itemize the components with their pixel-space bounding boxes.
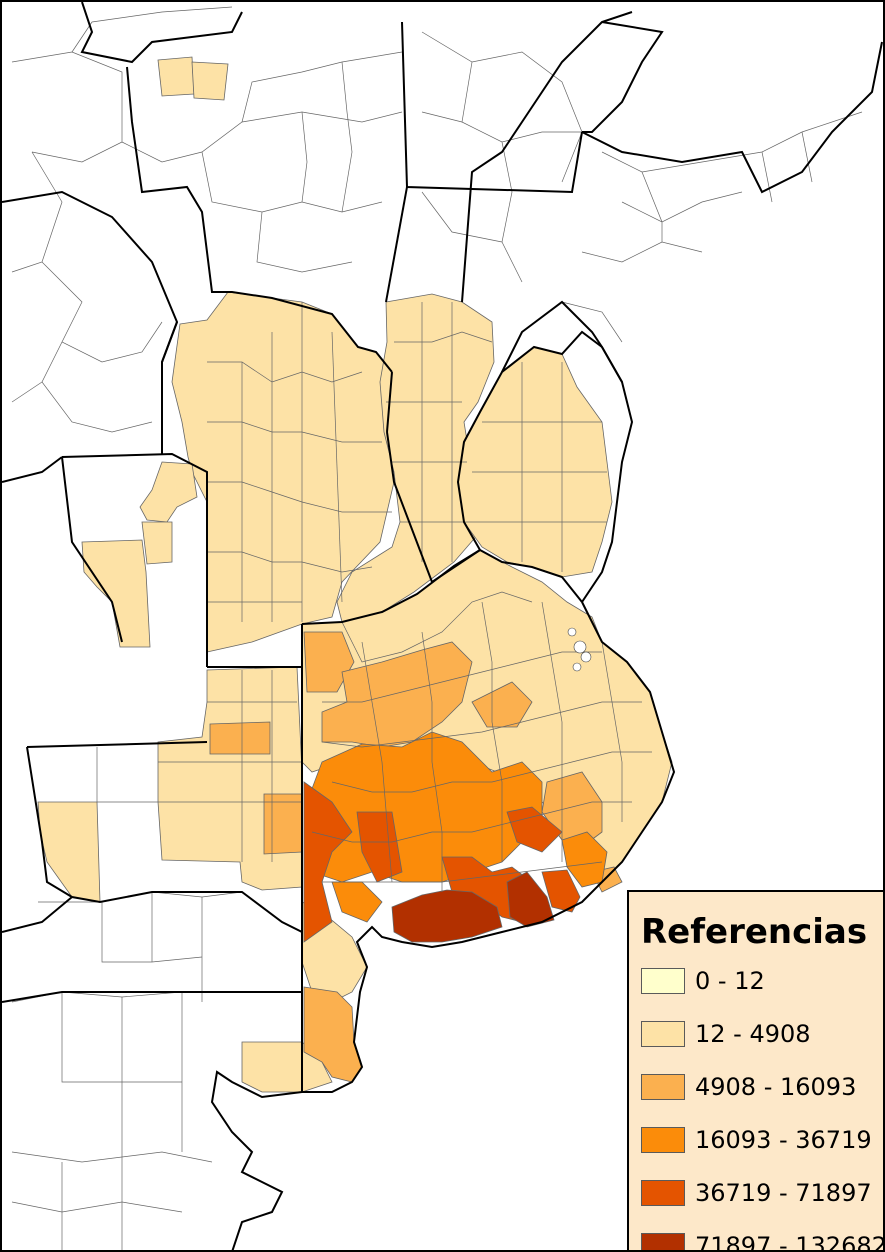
legend-label: 0 - 12 — [695, 967, 765, 995]
legend-label: 36719 - 71897 — [695, 1179, 872, 1207]
district-area — [37, 801, 101, 903]
legend-swatch — [641, 1180, 685, 1206]
metro-cluster — [567, 627, 592, 672]
legend-swatch — [641, 968, 685, 994]
district-area — [506, 806, 563, 853]
district-area — [303, 781, 353, 943]
legend-item: 71897 - 132682 — [641, 1231, 885, 1252]
district-area — [157, 56, 195, 97]
legend-item: 4908 - 16093 — [641, 1072, 883, 1102]
legend-label: 4908 - 16093 — [695, 1073, 857, 1101]
legend-label: 12 - 4908 — [695, 1020, 811, 1048]
district-area — [141, 521, 173, 565]
district-area — [139, 461, 198, 523]
legend-swatch — [641, 1074, 685, 1100]
class-12-4908-areas — [37, 56, 673, 1093]
district-area — [157, 666, 303, 891]
district-area — [506, 871, 555, 928]
legend-swatch — [641, 1127, 685, 1153]
district-area — [391, 889, 503, 943]
legend-label: 16093 - 36719 — [695, 1126, 872, 1154]
legend-label: 71897 - 132682 — [695, 1232, 885, 1252]
district-area — [81, 539, 151, 648]
district-area — [191, 61, 229, 101]
legend: Referencias 0 - 12 12 - 4908 4908 - 1609… — [627, 890, 885, 1252]
district-area — [471, 681, 533, 728]
legend-item: 0 - 12 — [641, 966, 883, 996]
district-area — [263, 793, 303, 855]
district-area — [331, 881, 383, 923]
legend-swatch — [641, 1233, 685, 1250]
legend-item: 16093 - 36719 — [641, 1125, 883, 1155]
class-71897-132682-areas — [391, 871, 555, 943]
legend-item: 12 - 4908 — [641, 1019, 883, 1049]
legend-title: Referencias — [641, 912, 868, 952]
legend-item: 36719 - 71897 — [641, 1178, 883, 1208]
district-area — [209, 721, 271, 755]
legend-swatch — [641, 1021, 685, 1047]
district-area — [321, 641, 473, 748]
